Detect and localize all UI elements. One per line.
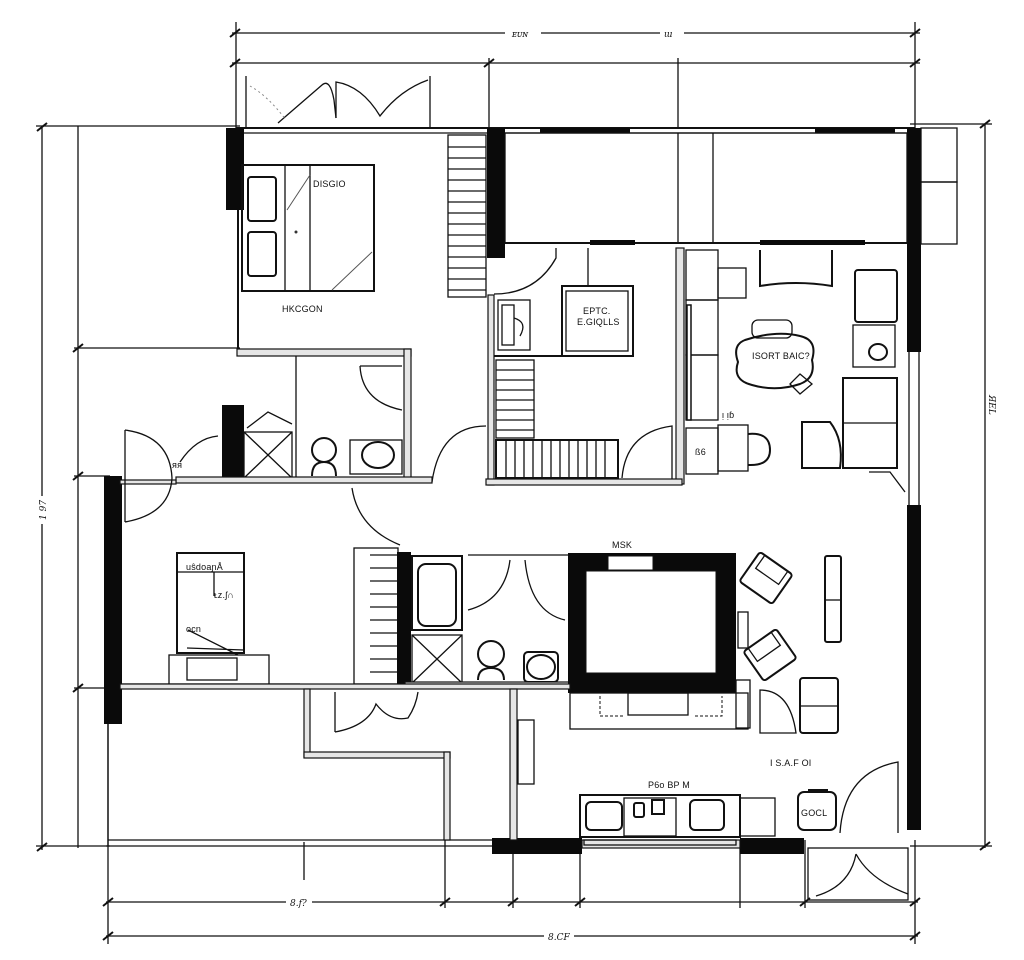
label-room-upper-left: HKCGON xyxy=(282,304,323,314)
living-area xyxy=(569,551,899,834)
label-bed-upper-left: DISGIO xyxy=(313,179,346,189)
dimension-left-overall: 1 97 xyxy=(39,500,49,520)
dimension-top-a: ᴇᴜɴ xyxy=(511,30,529,40)
label-dining-table: ISORT BAIC? xyxy=(752,351,810,361)
staircase-upper xyxy=(447,134,487,298)
dimension-right-overall: ЯEL xyxy=(986,394,996,415)
kitchen-counter xyxy=(579,789,837,846)
label-center-box-line2: E.GIQLLS xyxy=(577,317,620,327)
dimension-bottom-segment: 8.f? xyxy=(290,899,307,909)
label-stair-note: ᴉ ᴉɓ xyxy=(722,410,734,420)
label-center-box-line1: EPTC. xyxy=(583,306,611,316)
label-entry-note: ᴙᴙ xyxy=(172,460,182,470)
balcony-top-left xyxy=(245,76,431,128)
door-swings-left xyxy=(124,425,487,546)
dimension-top-b: ɯ xyxy=(664,30,673,40)
label-bed-lower-note: ᴌᴢ.ʃ∩ xyxy=(214,590,234,600)
bedroom-lower-left xyxy=(120,552,300,686)
structural-core xyxy=(568,553,736,693)
bathroom-left xyxy=(119,348,433,485)
dimension-bottom-overall: 8.CF xyxy=(548,933,570,943)
label-living: I S.A.F OI xyxy=(770,758,812,768)
label-bed-lower-note2: ocn xyxy=(186,624,201,634)
center-upper-room xyxy=(485,247,685,486)
dining-room xyxy=(685,249,906,493)
label-kitchen: P6o BP M xyxy=(648,780,690,790)
label-stove: GOCL xyxy=(801,808,827,818)
upper-terrace xyxy=(504,127,958,245)
label-bed-lower-head: uŝdoaɲÅ xyxy=(186,562,223,572)
label-closet-note: ß6 xyxy=(695,447,706,457)
bedroom-upper-left xyxy=(241,164,375,292)
lower-partitions xyxy=(119,683,909,901)
label-core: MSK xyxy=(612,540,632,550)
center-bathroom xyxy=(353,547,572,689)
